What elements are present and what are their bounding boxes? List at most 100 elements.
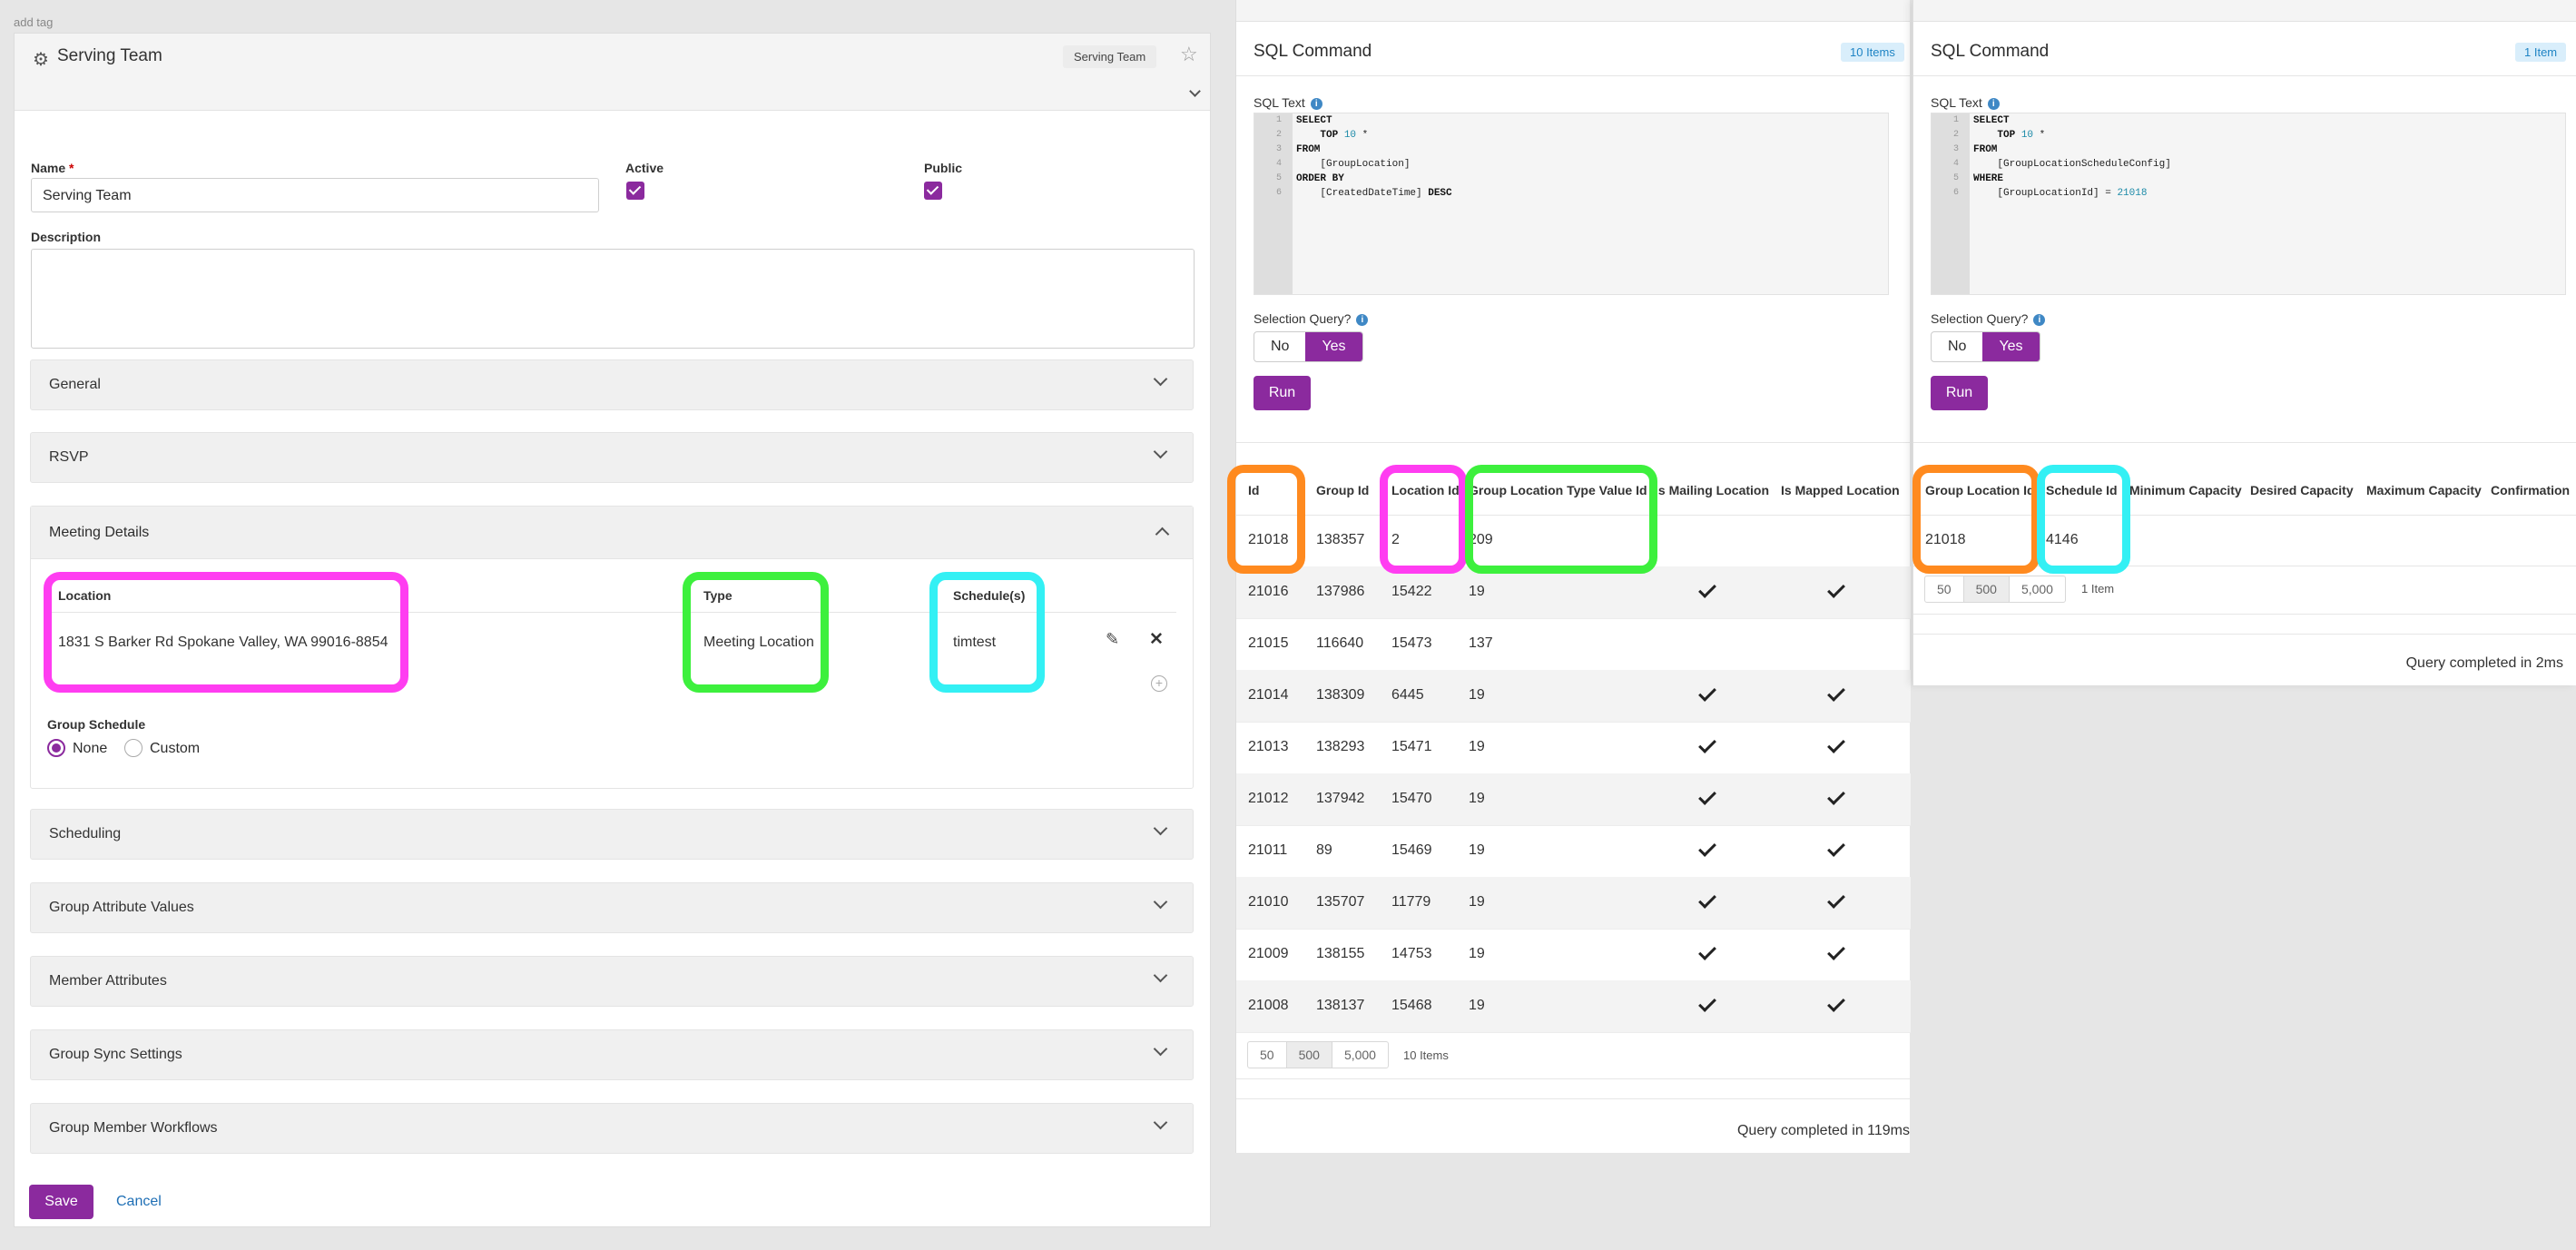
add-tag-text[interactable]: add tag — [14, 15, 54, 29]
cell-type-value-id: 19 — [1469, 842, 1485, 858]
cell-id: 21013 — [1248, 739, 1289, 754]
active-checkbox[interactable] — [626, 182, 644, 200]
radio-custom[interactable] — [124, 739, 143, 757]
col-group-location-id[interactable]: Group Location Id — [1925, 483, 2035, 497]
cell-location-id: 15468 — [1391, 998, 1432, 1013]
cell-type-value-id: 19 — [1469, 998, 1485, 1013]
col-is-mailing-location[interactable]: Is Mailing Location — [1655, 483, 1770, 497]
toggle-no[interactable]: No — [1271, 339, 1290, 354]
public-label: Public — [924, 161, 963, 175]
cell-id: 21016 — [1248, 584, 1289, 599]
save-button[interactable]: Save — [29, 1185, 93, 1219]
chevron-down-icon — [1153, 821, 1168, 836]
close-icon[interactable]: ✕ — [1149, 630, 1164, 649]
info-icon[interactable]: i — [1356, 314, 1369, 326]
public-checkbox[interactable] — [924, 182, 942, 200]
name-label: Name * — [31, 161, 74, 175]
check-icon — [1698, 580, 1716, 598]
selection-query-toggle[interactable]: No Yes — [1254, 331, 1363, 362]
info-icon[interactable]: i — [2033, 314, 2046, 326]
table-row-bg — [1236, 773, 1911, 825]
group-tag-badge[interactable]: Serving Team — [1063, 45, 1157, 68]
toggle-yes[interactable]: Yes — [1982, 332, 2040, 361]
col-schedule-id[interactable]: Schedule Id — [2046, 483, 2118, 497]
meeting-details-header[interactable]: Meeting Details — [31, 507, 1193, 559]
col-desired-capacity[interactable]: Desired Capacity — [2250, 483, 2354, 497]
results-table-1: Id Group Id Location Id Group Location Type… — [1236, 463, 1911, 1033]
run-button[interactable]: Run — [1931, 376, 1988, 410]
pencil-icon[interactable]: ✎ — [1106, 630, 1120, 648]
name-input[interactable]: Serving Team — [31, 178, 599, 212]
radio-none[interactable] — [47, 739, 65, 757]
info-icon[interactable]: i — [1310, 98, 1322, 110]
item-count: 10 Items — [1403, 1048, 1449, 1062]
cell-group-id: 138293 — [1316, 739, 1365, 754]
section-general[interactable]: General — [30, 359, 1194, 410]
chevron-down-icon — [1153, 968, 1168, 983]
col-id[interactable]: Id — [1248, 483, 1260, 497]
col-confirmation[interactable]: Confirmation — [2491, 483, 2571, 497]
section-group-member-workflows[interactable]: Group Member Workflows — [30, 1103, 1194, 1154]
col-group-location-type-value-id[interactable]: Group Location Type Value Id — [1469, 483, 1647, 497]
section-group-attribute-values[interactable]: Group Attribute Values — [30, 882, 1194, 933]
location-value: 1831 S Barker Rd Spokane Valley, WA 9901… — [58, 635, 388, 650]
check-icon — [1698, 839, 1716, 857]
section-rsvp[interactable]: RSVP — [30, 432, 1194, 483]
col-is-mapped-location[interactable]: Is Mapped Location — [1781, 483, 1900, 497]
radio-custom-label: Custom — [150, 741, 201, 756]
chevron-down-icon — [1153, 1041, 1168, 1057]
section-scheduling[interactable]: Scheduling — [30, 809, 1194, 860]
check-icon — [1698, 942, 1716, 960]
selection-query-label: Selection Query?i — [1931, 311, 2046, 326]
cell-id: 21009 — [1248, 946, 1289, 961]
col-maximum-capacity[interactable]: Maximum Capacity — [2366, 483, 2482, 497]
col-group-id[interactable]: Group Id — [1316, 483, 1370, 497]
check-icon — [1698, 735, 1716, 753]
cell-location-id: 14753 — [1391, 946, 1432, 961]
cell-id: 21018 — [1248, 532, 1289, 547]
check-icon — [1698, 891, 1716, 909]
add-location-icon[interactable]: + — [1151, 675, 1167, 692]
cancel-link[interactable]: Cancel — [116, 1194, 162, 1209]
cell-type-value-id: 19 — [1469, 687, 1485, 703]
info-icon[interactable]: i — [1987, 98, 2000, 110]
cell-type-value-id: 19 — [1469, 894, 1485, 910]
star-icon[interactable]: ☆ — [1180, 43, 1198, 65]
toggle-no[interactable]: No — [1948, 339, 1967, 354]
col-minimum-capacity[interactable]: Minimum Capacity — [2129, 483, 2242, 497]
group-icon: ⚙ — [33, 50, 49, 70]
cell-group-location-id: 21018 — [1925, 532, 1966, 547]
cell-group-id: 116640 — [1316, 635, 1364, 651]
cell-type-value-id: 137 — [1469, 635, 1493, 651]
section-group-sync-settings[interactable]: Group Sync Settings — [30, 1029, 1194, 1080]
col-location: Location — [58, 588, 112, 603]
cell-id: 21012 — [1248, 791, 1289, 806]
cell-location-id: 15422 — [1391, 584, 1432, 599]
cell-id: 21015 — [1248, 635, 1289, 651]
chevron-down-icon[interactable] — [1189, 84, 1201, 100]
col-location-id[interactable]: Location Id — [1391, 483, 1460, 497]
selection-query-toggle[interactable]: No Yes — [1931, 331, 2040, 362]
section-member-attributes[interactable]: Member Attributes — [30, 956, 1194, 1007]
query-status: Query completed in 2ms — [2405, 655, 2563, 671]
description-textarea[interactable] — [31, 249, 1195, 349]
toggle-yes[interactable]: Yes — [1305, 332, 1362, 361]
run-button[interactable]: Run — [1254, 376, 1311, 410]
